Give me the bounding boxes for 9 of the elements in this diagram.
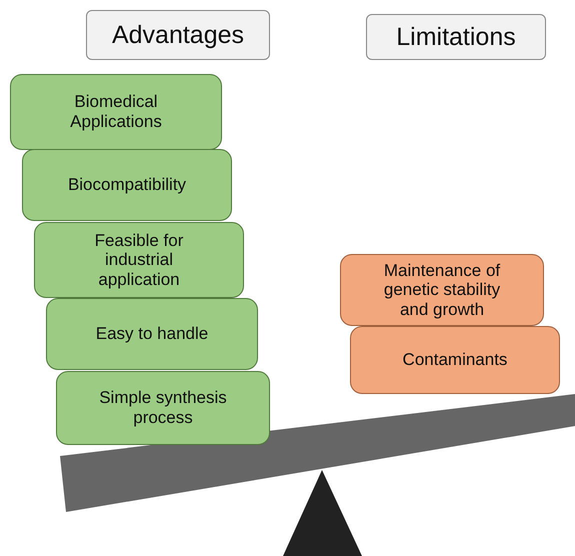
advantage-card: Easy to handle [46, 298, 258, 370]
advantage-card: Biocompatibility [22, 149, 232, 221]
advantage-card: Feasible for industrial application [34, 222, 244, 298]
section-heading: Limitations [366, 14, 546, 60]
advantage-card: Biomedical Applications [10, 74, 222, 150]
advantage-card: Simple synthesis process [56, 371, 270, 445]
limitation-card: Contaminants [350, 326, 560, 394]
limitation-card: Maintenance of genetic stability and growth [340, 254, 544, 326]
section-heading: Advantages [86, 10, 270, 60]
